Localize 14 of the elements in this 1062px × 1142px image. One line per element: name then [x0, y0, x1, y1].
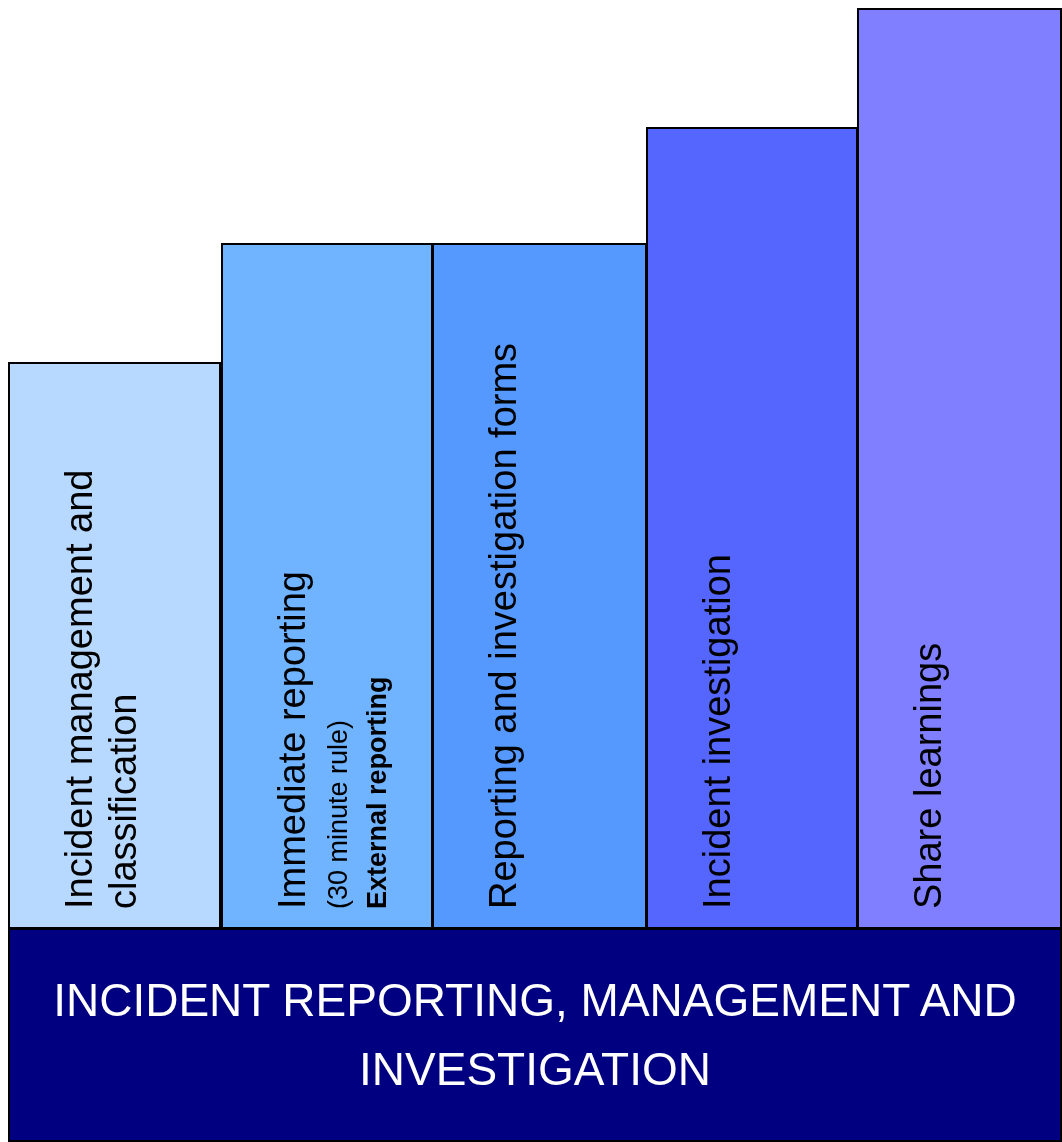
step-column	[432, 243, 647, 929]
column-label: External reporting	[361, 675, 393, 909]
step-column	[8, 362, 221, 929]
step-column	[221, 243, 433, 929]
column-label: Incident management and classification	[58, 468, 145, 909]
column-label: Incident investigation	[696, 553, 739, 909]
step-column	[646, 127, 858, 929]
column-label: Reporting and investigation forms	[482, 341, 525, 909]
step-column	[857, 8, 1062, 929]
column-label: (30 minute rule)	[322, 718, 354, 909]
foundation-band	[8, 928, 1062, 1142]
column-label: Immediate reporting	[271, 570, 314, 909]
column-label: Share learnings	[907, 641, 950, 909]
band-title: INCIDENT REPORTING, MANAGEMENT AND INVESTIGATION	[52, 973, 1018, 1097]
